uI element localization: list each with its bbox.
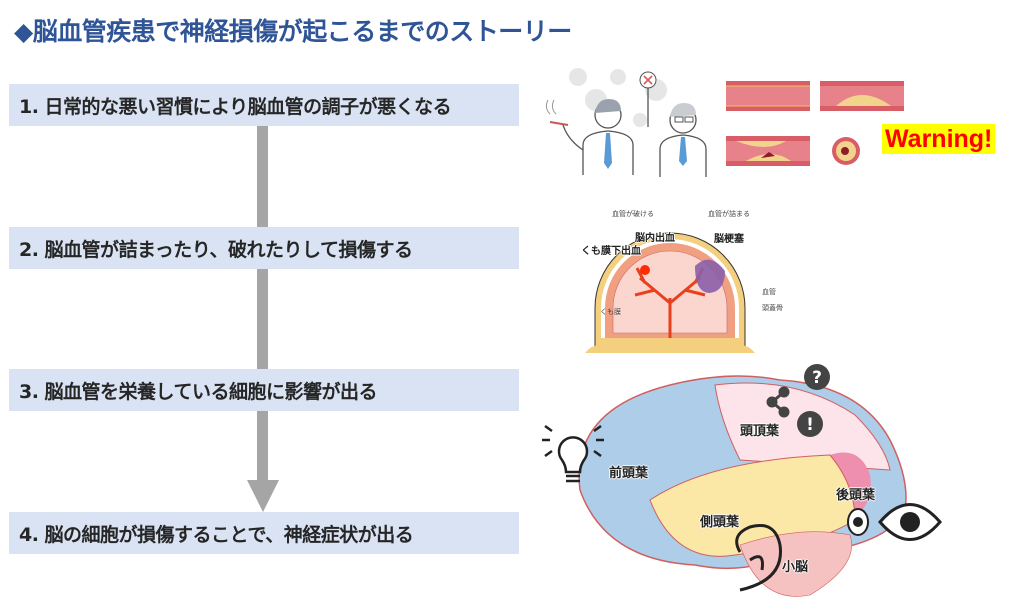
- svg-text:!: !: [806, 415, 814, 435]
- parietal-lobe-label: 頭頂葉: [740, 424, 780, 439]
- flow-arrow-segment-2: [257, 269, 268, 369]
- plaque-artery-icon: [820, 81, 904, 111]
- step-2: 2. 脳血管が詰まったり、破れたりして損傷する: [9, 227, 519, 269]
- ear-icon: [735, 524, 782, 592]
- exclamation-icon: !: [797, 411, 823, 437]
- share-nodes-icon: [766, 386, 790, 418]
- hemorrhage-spot-icon: [640, 265, 650, 275]
- frontal-lobe-label: 前頭葉: [609, 466, 649, 481]
- smoke-wisp-icon: [545, 99, 557, 115]
- infarction-area-icon: [695, 259, 725, 293]
- warning-label: Warning!: [882, 124, 996, 154]
- flow-arrow-segment-1: [257, 126, 268, 227]
- bleed-group-label: 血管が破ける: [612, 210, 654, 218]
- eye-small-icon: [847, 508, 869, 536]
- temporal-lobe-label: 側頭葉: [700, 515, 740, 530]
- artery-progression-illustration: [726, 81, 904, 166]
- cerebellum-label: 小脳: [782, 560, 809, 575]
- block-group-label: 血管が詰まる: [708, 210, 750, 218]
- brain-lobes-illustration: ? !: [542, 364, 942, 597]
- subarachnoid-hemorrhage-label: くも膜下出血: [581, 246, 641, 257]
- vessels-icon: [634, 267, 706, 338]
- ruptured-plaque-artery-icon: [726, 136, 810, 166]
- smoker-doctor-illustration: [545, 68, 707, 177]
- infarction-label: 脳梗塞: [714, 234, 744, 245]
- smoking-man-icon: [549, 99, 634, 175]
- step-1: 1. 日常的な悪い習慣により脳血管の調子が悪くなる: [9, 84, 519, 126]
- eye-large-icon: [878, 503, 942, 541]
- cerebellum-shape: [739, 531, 852, 597]
- svg-text:?: ?: [812, 368, 822, 388]
- intracerebral-hemorrhage-label: 脳内出血: [635, 233, 675, 244]
- stroke-types-diagram: [585, 232, 755, 353]
- flow-arrow-head: [247, 480, 279, 512]
- doctor-icon: [639, 71, 707, 177]
- step-4: 4. 脳の細胞が損傷することで、神経症状が出る: [9, 512, 519, 554]
- flow-arrow-segment-3: [257, 411, 268, 481]
- page-title: ◆脳血管疾患で神経損傷が起こるまでのストーリー: [14, 17, 572, 46]
- skull-label: 頭蓋骨: [762, 304, 783, 312]
- artery-cross-section-icon: [832, 137, 860, 165]
- question-icon: ?: [804, 364, 830, 390]
- lightbulb-icon: [542, 424, 604, 483]
- arachnoid-label: くも膜: [600, 308, 621, 316]
- healthy-artery-icon: [726, 81, 810, 111]
- occipital-lobe-label: 後頭葉: [836, 488, 876, 503]
- vessel-label: 血管: [762, 288, 776, 296]
- step-3: 3. 脳血管を栄養している細胞に影響が出る: [9, 369, 519, 411]
